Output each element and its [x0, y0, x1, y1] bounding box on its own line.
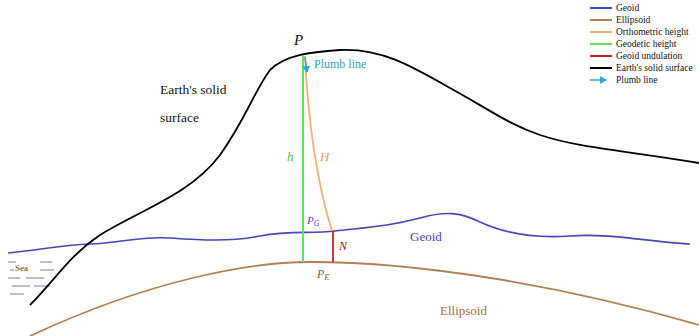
height-symbol: H [320, 150, 329, 165]
geoid-label: Geoid [410, 230, 442, 245]
point-label: PG [307, 214, 319, 227]
plumb-line-label: Plumb line [314, 58, 366, 72]
geoid-curve [8, 213, 690, 253]
undulation-symbol: N [339, 240, 347, 254]
earth-surface [30, 50, 699, 305]
sea-water [8, 262, 54, 294]
geodetic-height-line [302, 56, 304, 262]
legend-entry: Plumb line [616, 74, 657, 86]
legend-entry: Geodetic height [616, 38, 676, 50]
point-label: P [294, 32, 303, 49]
ellipsoid-curve [30, 262, 699, 336]
point-label: PE [317, 268, 330, 282]
orthometric-height-line [305, 56, 332, 231]
legend-entry: Orthometric height [616, 26, 689, 38]
ellipsoid-label: Ellipsoid [440, 304, 487, 319]
legend-entry: Ellipsoid [616, 14, 650, 26]
legend-entry: Geoid [616, 2, 639, 14]
geoid-undulation-line [332, 231, 334, 262]
surface-label: Earth's solid surface [160, 76, 252, 132]
sea-label: Sea [14, 263, 29, 273]
plumb-line-arrow [305, 57, 307, 72]
height-symbol: h [287, 150, 294, 165]
legend-entry: Earth's solid surface [616, 62, 693, 74]
legend-swatches [590, 8, 612, 80]
legend-entry: Geoid undulation [616, 50, 682, 62]
